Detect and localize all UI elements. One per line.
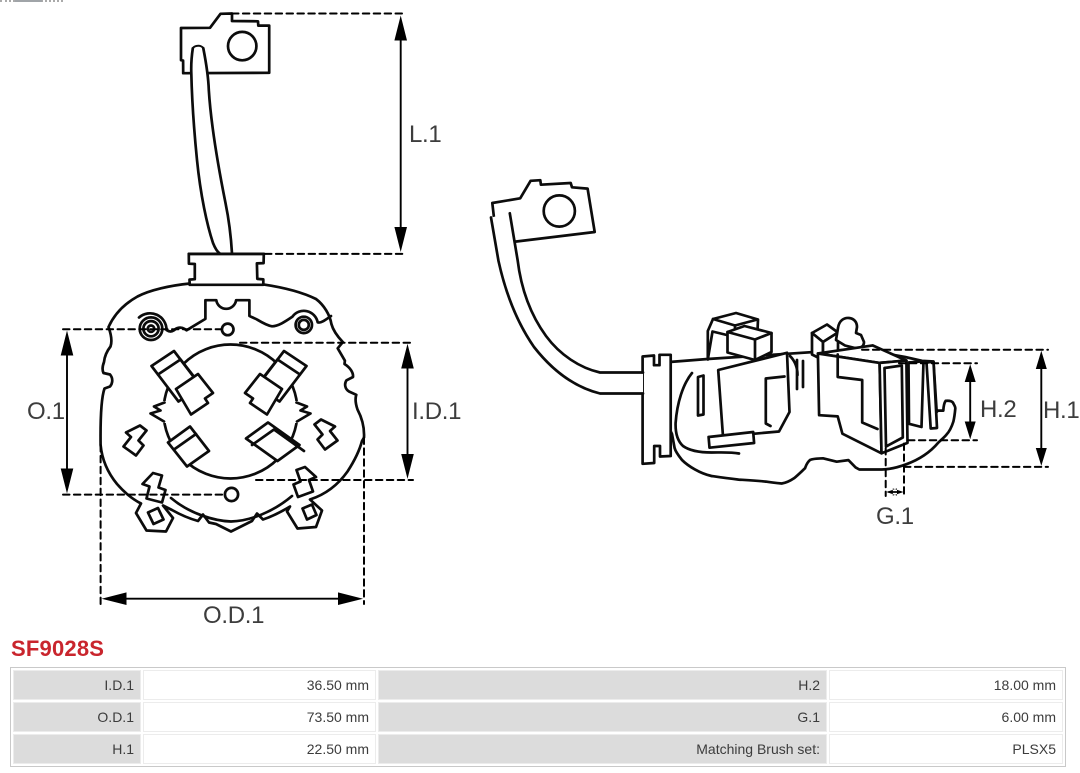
svg-text:G.1: G.1 bbox=[876, 503, 914, 530]
svg-text:O.D.1: O.D.1 bbox=[203, 602, 264, 629]
svg-text:I.D.1: I.D.1 bbox=[412, 398, 461, 425]
svg-text:H.2: H.2 bbox=[980, 396, 1016, 423]
svg-text:L.1: L.1 bbox=[409, 121, 441, 148]
svg-text:H.1: H.1 bbox=[1043, 397, 1079, 424]
svg-text:O.1: O.1 bbox=[27, 398, 65, 425]
